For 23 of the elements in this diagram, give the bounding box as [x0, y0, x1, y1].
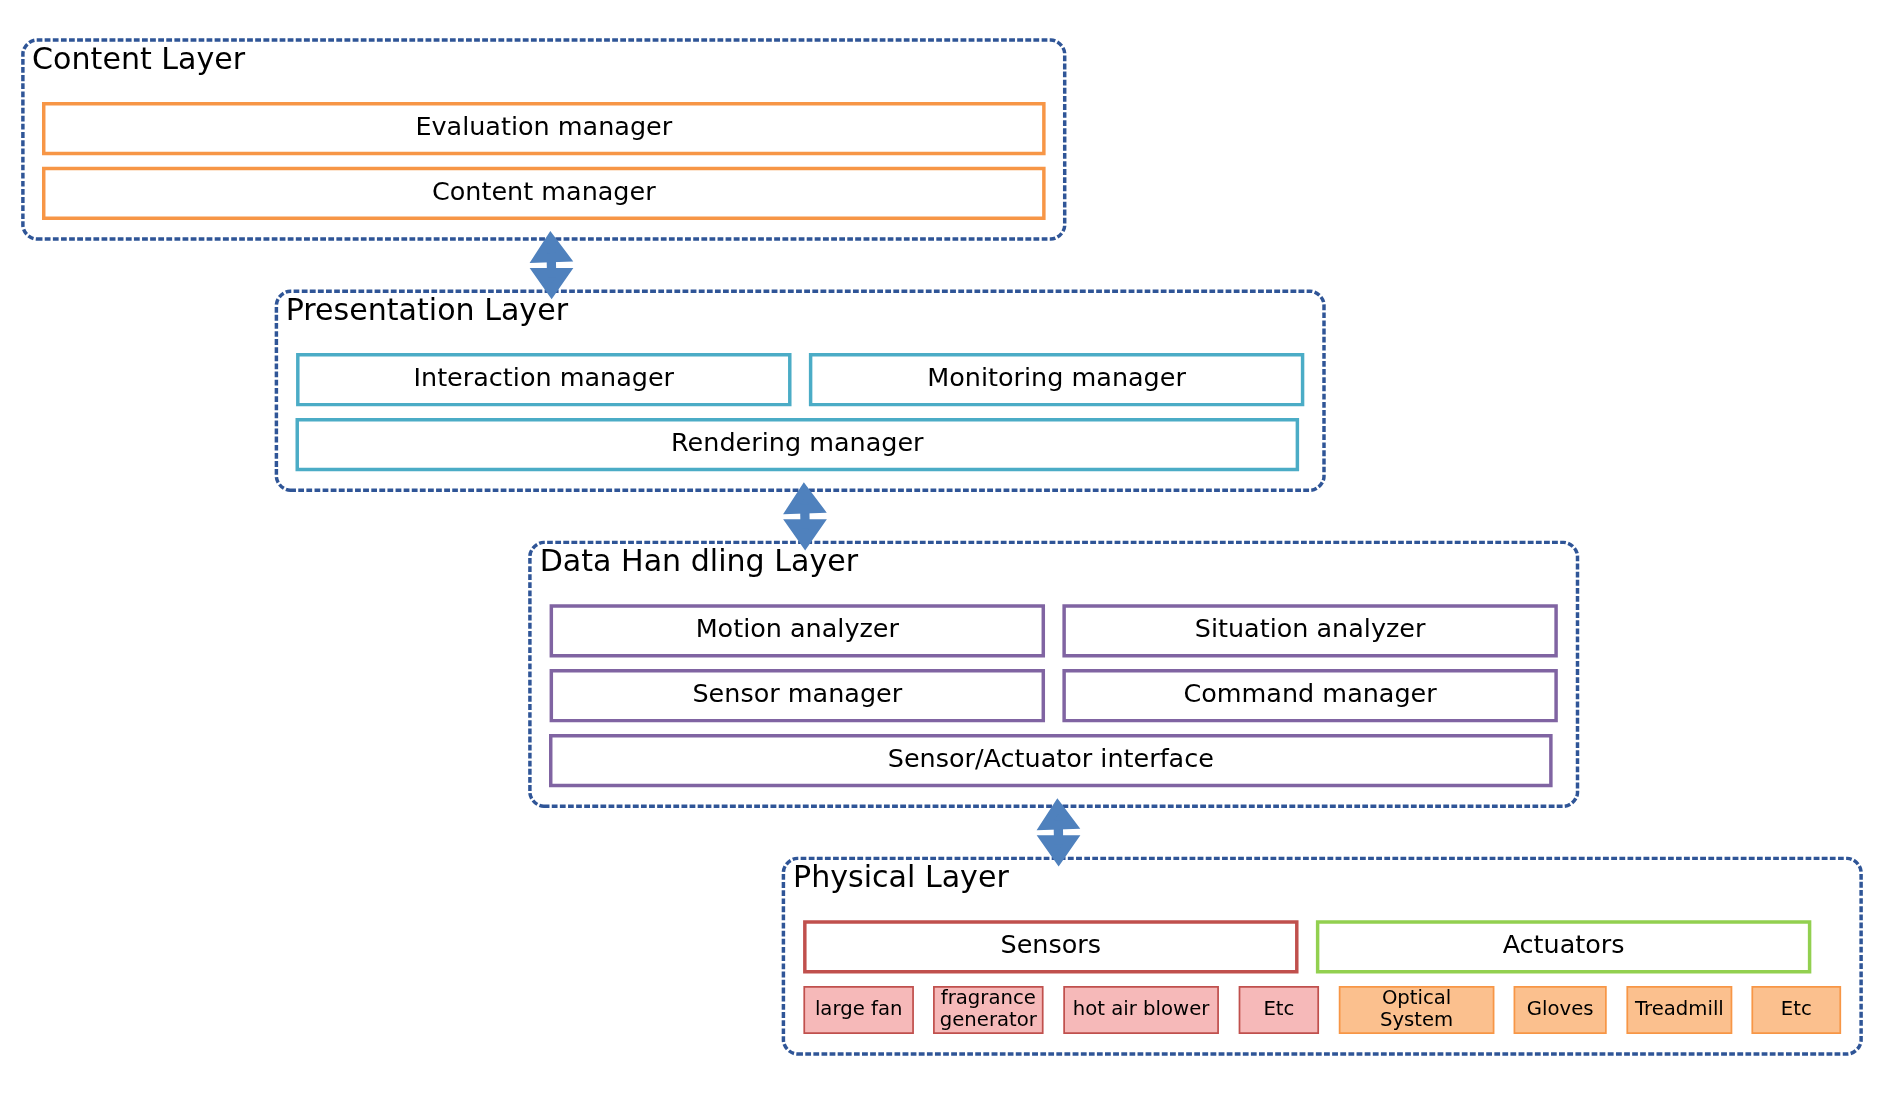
node-box: Sensors: [802, 920, 1299, 974]
node-box: Actuators: [1315, 920, 1811, 974]
node-box: Interaction manager: [295, 353, 791, 407]
arrow: [782, 482, 827, 551]
node-box: Etc: [1750, 986, 1841, 1035]
node-box: Evaluation manager: [41, 101, 1046, 156]
node-box: Treadmill: [1625, 986, 1732, 1035]
arrow: [529, 231, 573, 300]
node-box: Content manager: [41, 166, 1046, 220]
node-box: Rendering manager: [295, 417, 1299, 472]
node-box: hot air blower: [1062, 986, 1219, 1035]
arrow: [1036, 798, 1080, 867]
node-box: Sensor manager: [549, 669, 1045, 723]
node-box: Situation analyzer: [1061, 604, 1558, 658]
node-box: Monitoring manager: [808, 353, 1304, 407]
node-box: Sensor/Actuator interface: [548, 733, 1553, 788]
node-box: Etc: [1238, 986, 1319, 1035]
node-box: Command manager: [1061, 669, 1558, 723]
node-box: Gloves: [1513, 986, 1607, 1035]
node-box: Optical System: [1338, 986, 1494, 1035]
node-box: fragrance generator: [932, 986, 1044, 1035]
node-box: large fan: [802, 986, 914, 1035]
node-box: Motion analyzer: [549, 604, 1045, 658]
